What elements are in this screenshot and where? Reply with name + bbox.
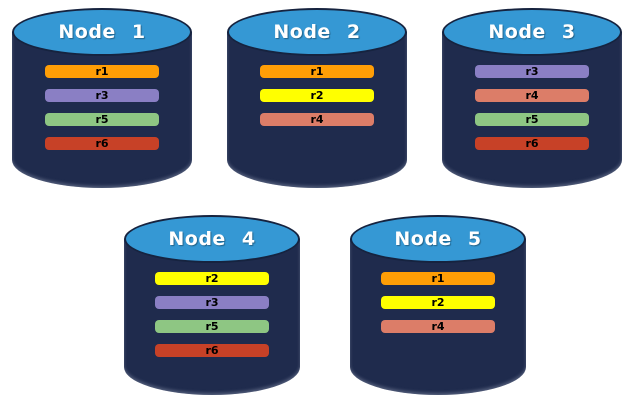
node-title: Node 5 — [394, 228, 482, 250]
replica-bar-r2: r2 — [381, 296, 495, 309]
database-node-5: Node 5 r1 r2 r4 — [350, 215, 526, 395]
replica-label: r3 — [525, 65, 539, 78]
replica-label: r3 — [205, 296, 219, 309]
replica-label: r6 — [205, 344, 219, 357]
database-node-1: Node 1 r1 r3 r5 r6 — [12, 8, 192, 188]
replica-label: r3 — [95, 89, 109, 102]
replica-label: r4 — [310, 113, 324, 126]
database-node-2: Node 2 r1 r2 r4 — [227, 8, 407, 188]
replica-bar-r4: r4 — [381, 320, 495, 333]
replica-bar-r2: r2 — [260, 89, 374, 102]
replica-list: r1 r2 r4 — [350, 272, 526, 333]
cylinder-body — [124, 239, 300, 395]
node-title: Node 3 — [488, 21, 576, 43]
database-node-3: Node 3 r3 r4 r5 r6 — [442, 8, 622, 188]
replica-bar-r1: r1 — [260, 65, 374, 78]
replica-label: r1 — [95, 65, 109, 78]
node-title: Node 4 — [168, 228, 256, 250]
replica-bar-r6: r6 — [475, 137, 589, 150]
replica-bar-r3: r3 — [155, 296, 269, 309]
replica-list: r3 r4 r5 r6 — [442, 65, 622, 150]
replica-bar-r5: r5 — [475, 113, 589, 126]
replica-label: r4 — [431, 320, 445, 333]
cylinder-body — [442, 32, 622, 188]
node-row-bottom: Node 4 r2 r3 r5 r6 Node 5 r1 r2 r4 — [0, 215, 638, 395]
replica-label: r2 — [205, 272, 219, 285]
cylinder-top: Node 4 — [124, 215, 300, 263]
cylinder-body — [12, 32, 192, 188]
cylinder-top: Node 2 — [227, 8, 407, 56]
replica-bar-r6: r6 — [155, 344, 269, 357]
replica-bar-r3: r3 — [475, 65, 589, 78]
cylinder-top: Node 5 — [350, 215, 526, 263]
replica-bar-r6: r6 — [45, 137, 159, 150]
node-title: Node 2 — [273, 21, 361, 43]
replica-label: r5 — [205, 320, 219, 333]
replica-list: r2 r3 r5 r6 — [124, 272, 300, 357]
cylinder-body — [227, 32, 407, 188]
cylinder-top: Node 3 — [442, 8, 622, 56]
replica-bar-r3: r3 — [45, 89, 159, 102]
cylinder-body — [350, 239, 526, 395]
replica-bar-r5: r5 — [155, 320, 269, 333]
replica-label: r5 — [95, 113, 109, 126]
replica-label: r2 — [431, 296, 445, 309]
replica-bar-r5: r5 — [45, 113, 159, 126]
replica-label: r5 — [525, 113, 539, 126]
replica-label: r2 — [310, 89, 324, 102]
replica-label: r6 — [525, 137, 539, 150]
database-node-4: Node 4 r2 r3 r5 r6 — [124, 215, 300, 395]
replica-list: r1 r2 r4 — [227, 65, 407, 126]
replica-bar-r4: r4 — [475, 89, 589, 102]
replica-bar-r4: r4 — [260, 113, 374, 126]
replica-label: r6 — [95, 137, 109, 150]
replica-bar-r1: r1 — [45, 65, 159, 78]
replica-bar-r2: r2 — [155, 272, 269, 285]
replica-list: r1 r3 r5 r6 — [12, 65, 192, 150]
node-title: Node 1 — [58, 21, 146, 43]
replica-bar-r1: r1 — [381, 272, 495, 285]
replica-label: r1 — [431, 272, 445, 285]
cylinder-top: Node 1 — [12, 8, 192, 56]
replica-label: r4 — [525, 89, 539, 102]
replica-label: r1 — [310, 65, 324, 78]
